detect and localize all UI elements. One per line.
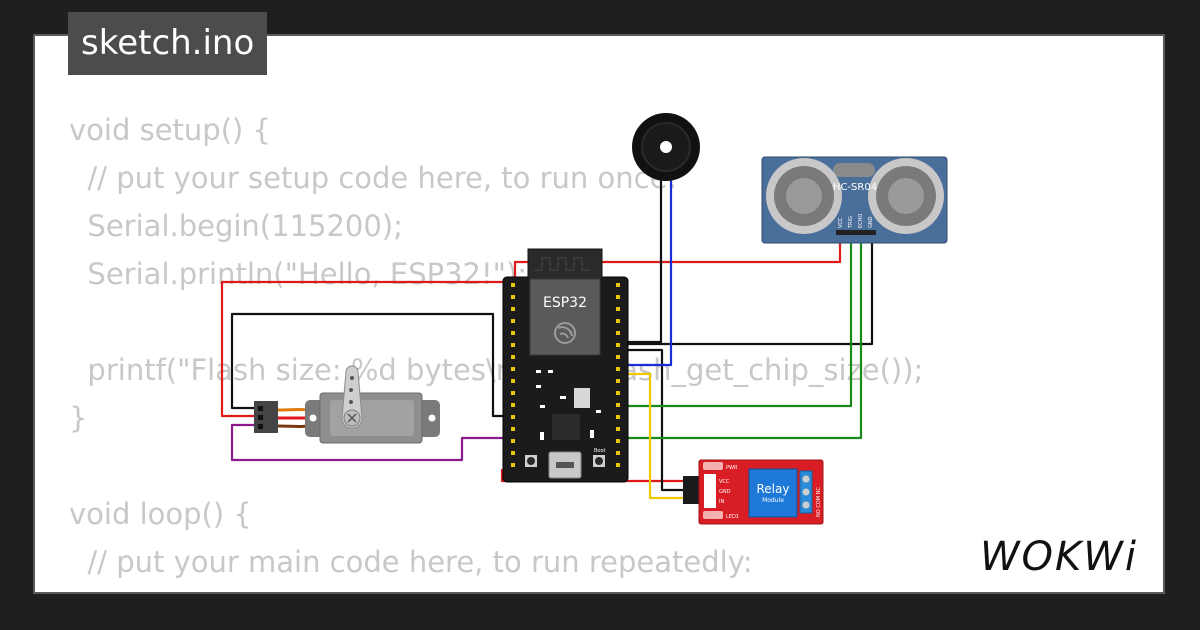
ultrasonic-crystal xyxy=(833,163,875,177)
ultrasonic-transducer-left xyxy=(766,158,842,234)
wokwi-logo-text: WOKWi xyxy=(980,534,1138,578)
wire-red xyxy=(220,280,508,418)
ultrasonic-header xyxy=(836,230,876,235)
relay-led-1-label: LED1 xyxy=(726,514,739,520)
code-line: // put your main code here, to run repea… xyxy=(69,545,753,579)
code-line: void setup() { xyxy=(69,113,271,147)
relay-led-1 xyxy=(703,511,723,519)
relay-pin-label: GND xyxy=(719,489,731,495)
servo-connector-pin xyxy=(258,415,263,420)
wire-black xyxy=(620,178,663,344)
servo-mount-hole xyxy=(428,414,436,422)
servo-mount-hole xyxy=(309,414,317,422)
wire-blue xyxy=(620,178,673,367)
relay-terminal-screw xyxy=(802,501,810,509)
esp32-smd-components xyxy=(536,370,601,440)
buzzer[interactable] xyxy=(632,113,700,181)
ultrasonic-pin-label: VCC xyxy=(838,217,844,228)
relay-title: Relay xyxy=(757,482,790,496)
relay-module[interactable]: PWR VCC GND IN LED1 Relay Module NO COM … xyxy=(683,459,824,525)
relay-pin-label: VCC xyxy=(719,479,730,485)
ultrasonic-sensor[interactable]: HC-SR04 VCC TRIG ECHO GND xyxy=(761,156,948,244)
wokwi-logo: WOKWi xyxy=(980,534,1138,578)
code-block: void setup() { // put your setup code he… xyxy=(69,106,923,592)
esp32-right-pins xyxy=(616,283,620,467)
boot-button-cap xyxy=(595,457,603,465)
esp32-antenna-trace xyxy=(534,257,590,271)
ultrasonic-transducer-right xyxy=(868,158,944,234)
boot-label: Boot xyxy=(594,448,606,454)
ultrasonic-pin-label: ECHO xyxy=(858,214,864,228)
relay-box xyxy=(748,468,798,518)
servo-screw-icon xyxy=(347,413,357,423)
servo-horn-hole xyxy=(349,400,353,404)
filename-tab[interactable]: sketch.ino xyxy=(68,12,268,75)
relay-led-pwr-label: PWR xyxy=(726,465,738,471)
relay-subtitle: Module xyxy=(762,497,784,504)
relay-header-pins xyxy=(683,476,703,504)
esp32-regulator xyxy=(574,388,590,408)
relay-terminal-screw xyxy=(802,475,810,483)
esp32-board[interactable]: ESP32 xyxy=(502,248,629,483)
code-line: Serial.println("Hello, ESP32!"); xyxy=(69,257,528,291)
wire-red xyxy=(513,232,842,281)
buzzer-hole xyxy=(660,141,672,153)
servo-connector-pin xyxy=(258,424,263,429)
code-line: void loop() { xyxy=(69,497,252,531)
ultrasonic-pin-label: GND xyxy=(868,216,874,228)
wire-black xyxy=(620,348,688,492)
esp32-left-pins xyxy=(511,283,515,467)
relay-terminal-label: NO COM NC xyxy=(816,487,822,517)
servo-horn-hole xyxy=(350,376,354,380)
ultrasonic-pin-label: TRIG xyxy=(848,216,854,229)
esp32-label: ESP32 xyxy=(543,295,587,311)
code-line: Serial.begin(115200); xyxy=(69,209,403,243)
wires xyxy=(220,178,874,500)
servo-connector-pin xyxy=(258,406,263,411)
wire-black xyxy=(230,312,510,418)
servo-connector xyxy=(254,401,278,433)
ultrasonic-label: HC-SR04 xyxy=(833,182,877,193)
wire-yellow xyxy=(620,372,688,500)
wire-green xyxy=(620,232,863,440)
relay-terminal-screw xyxy=(802,488,810,496)
servo-horn-hole xyxy=(349,388,353,392)
wire-black xyxy=(620,232,874,346)
en-button-cap xyxy=(527,457,535,465)
esp32-chip xyxy=(552,414,580,440)
servo-motor[interactable] xyxy=(254,365,440,444)
relay-connector xyxy=(704,474,716,508)
code-line: } xyxy=(69,401,88,435)
relay-led-pwr xyxy=(703,462,723,470)
wire-purple xyxy=(230,423,508,462)
esp32-usb-opening xyxy=(556,462,574,468)
relay-pin-label: IN xyxy=(719,499,724,505)
code-line: // put your setup code here, to run once… xyxy=(69,161,678,195)
wire-green xyxy=(620,232,853,408)
espressif-logo-icon xyxy=(554,322,576,344)
